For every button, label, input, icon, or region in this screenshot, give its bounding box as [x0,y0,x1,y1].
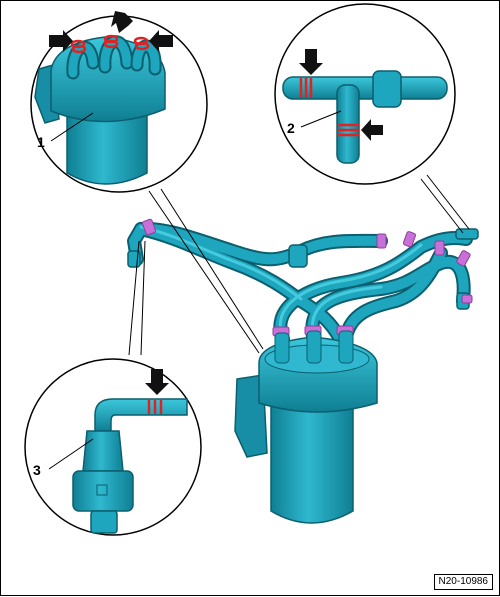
detail-circle-2: 2 [274,3,470,234]
detail-circle-3: 3 [24,240,202,536]
callout-2-label: 2 [287,120,295,136]
reference-code: N20-10986 [433,574,493,590]
main-filter-canister [234,330,378,524]
arrow-1c [149,30,173,52]
arrow-2a [299,49,323,75]
arrow-2b [361,119,383,141]
callout-3-label: 3 [33,462,41,478]
arrow-1a [49,30,73,52]
callout-1-label: 1 [37,134,45,150]
detail-circle-1: 1 [30,11,264,354]
arrow-3a [145,369,169,395]
hose-assembly [127,221,479,346]
arrow-1b [111,11,133,33]
